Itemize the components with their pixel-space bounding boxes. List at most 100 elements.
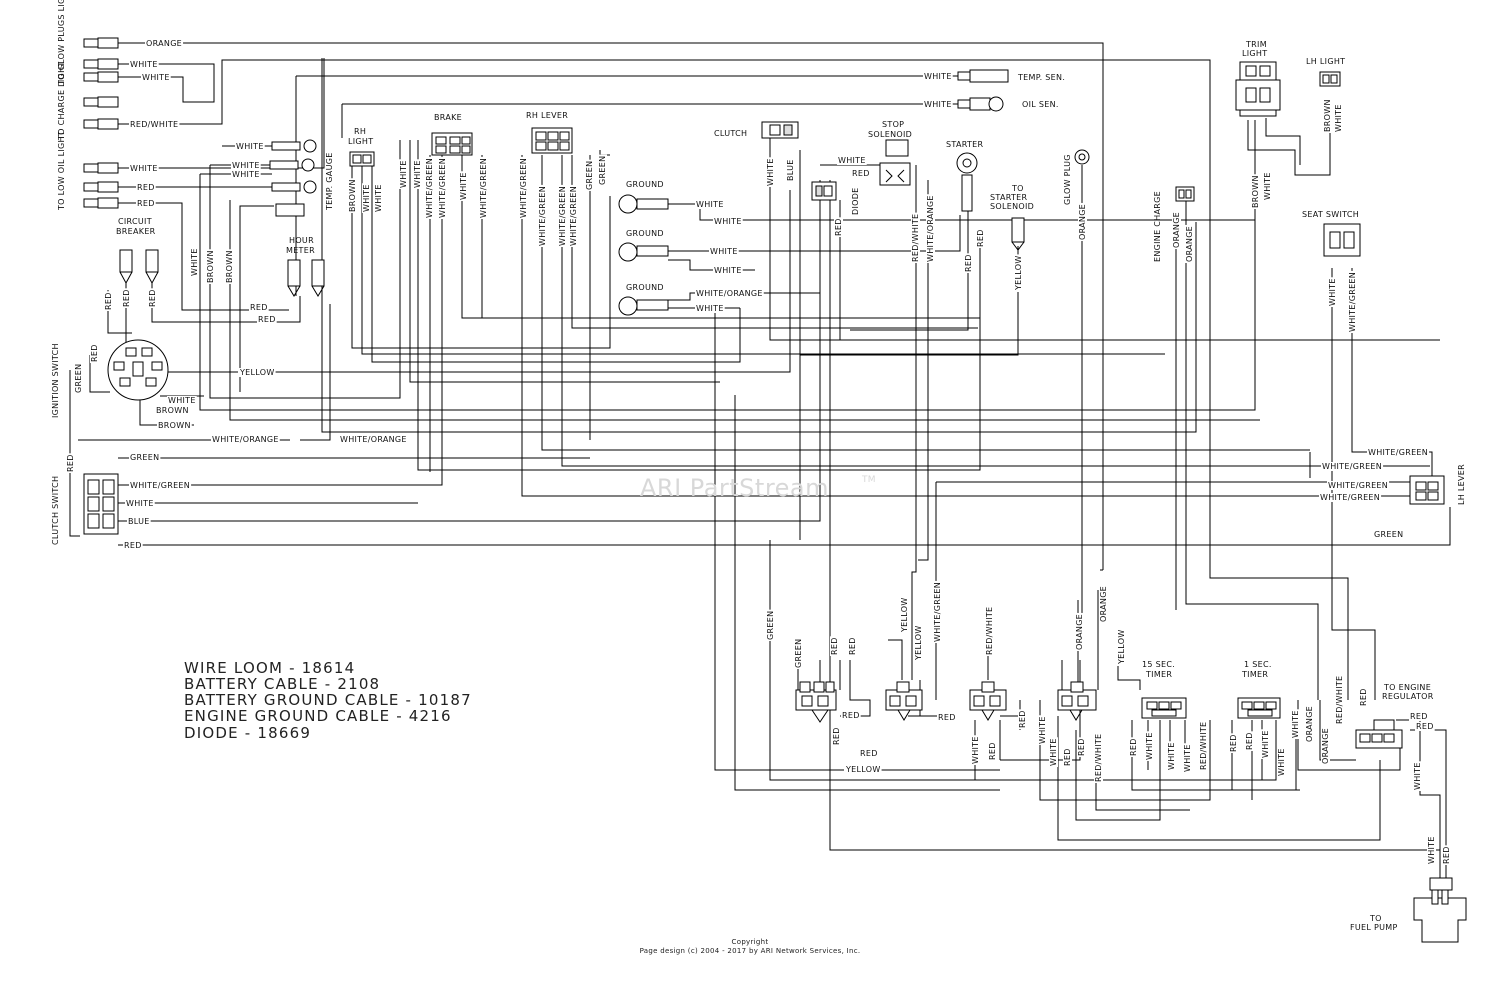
brake-connector — [431, 132, 473, 156]
wire-label: WHITE/GREEN — [1328, 481, 1388, 490]
wire-label: WHITE/GREEN — [1368, 448, 1428, 457]
wire-label: RED — [66, 454, 75, 472]
wire-label: WHITE/ORANGE — [696, 289, 763, 298]
wire-label: WHITE — [142, 73, 170, 82]
wire-label: BROWN — [206, 250, 215, 283]
wire-label: YELLOW — [1014, 255, 1023, 291]
wire-label: ORANGE — [1321, 728, 1330, 764]
wire-label: RED — [842, 711, 860, 720]
wire-label: WHITE — [1328, 278, 1337, 306]
label-trim-light: TRIM — [1245, 40, 1267, 49]
wire-label: WHITE/ORANGE — [926, 195, 935, 262]
timer-15-connector — [1141, 697, 1187, 719]
wire-label: WHITE — [1334, 104, 1343, 132]
watermark: ARI PartStream — [640, 474, 829, 502]
wire-label: BROWN — [1323, 99, 1332, 132]
wire-label: BROWN — [348, 179, 357, 212]
wire-label: WHITE — [413, 160, 422, 188]
wire-label: RED/WHITE — [130, 120, 178, 129]
wire-label: BROWN — [158, 421, 191, 430]
label-engine-regulator-2: REGULATOR — [1382, 692, 1434, 701]
label-fuel-pump: TO — [1369, 914, 1382, 923]
label-low-oil-light: TO LOW OIL LIGHT — [57, 131, 66, 211]
label-fuel-pump-2: FUEL PUMP — [1350, 923, 1398, 932]
wire-label: RED/WHITE — [1094, 734, 1103, 782]
wire-label: WHITE/GREEN — [438, 158, 447, 218]
wire-label: RED — [137, 199, 155, 208]
clutch-connector — [761, 121, 799, 139]
label-stop-solenoid-2: SOLENOID — [868, 130, 912, 139]
wire-label: WHITE — [1277, 748, 1286, 776]
label-hour-meter-2: METER — [286, 246, 315, 255]
wire-label: WHITE/ORANGE — [212, 435, 279, 444]
wire-label: YELLOW — [1117, 629, 1126, 665]
wire-label: RED — [1229, 734, 1238, 752]
wire-label: WHITE — [1427, 836, 1436, 864]
rh-light-connector — [349, 151, 375, 167]
wire-label: RED — [1018, 710, 1027, 728]
wire-label: WHITE — [696, 304, 724, 313]
wire-labels: ORANGE WHITE WHITE RED/WHITE WHITE RED R… — [66, 39, 1451, 865]
wire-label: RED/WHITE — [985, 607, 994, 655]
wire-label: WHITE — [971, 736, 980, 764]
wire-label: WHITE — [924, 100, 952, 109]
trim-light-connector — [1235, 61, 1281, 117]
wire-label: RED — [104, 292, 113, 310]
wire-label: RED — [137, 183, 155, 192]
wire-label: WHITE/GREEN — [558, 186, 567, 246]
ground-terminals — [618, 194, 669, 316]
label-lh-light: LH LIGHT — [1306, 57, 1345, 66]
label-lh-lever: LH LEVER — [1457, 464, 1466, 505]
wire-label: RED — [834, 218, 843, 236]
wire-label: WHITE — [374, 184, 383, 212]
label-ground-1: GROUND — [626, 180, 664, 189]
label-trim-light-2: LIGHT — [1242, 49, 1267, 58]
wire-label: WHITE — [130, 164, 158, 173]
label-timer-15: 15 SEC. — [1142, 660, 1175, 669]
wire-label: ORANGE — [1075, 614, 1084, 650]
wire-label: RED — [1359, 688, 1368, 706]
timer-1-connector — [1237, 697, 1281, 719]
wire-label: WHITE — [190, 248, 199, 276]
wire-label: WHITE — [714, 266, 742, 275]
wire-label: ORANGE — [1172, 212, 1181, 248]
wire-label: BLUE — [128, 517, 150, 526]
wire-label: WHITE/GREEN — [425, 158, 434, 218]
wire-label: WHITE — [459, 172, 468, 200]
wire-label: WHITE/GREEN — [479, 158, 488, 218]
wire-label: RED — [124, 541, 142, 550]
wire-label: RED — [988, 742, 997, 760]
label-rh-lever: RH LEVER — [526, 111, 568, 120]
engine-charge-connector — [1175, 186, 1195, 202]
wire-label: WHITE — [1038, 716, 1047, 744]
lower-connector-4 — [1057, 681, 1097, 721]
label-ignition-switch: IGNITION SWITCH — [51, 343, 60, 418]
watermark-tm: TM — [861, 475, 876, 485]
temp-sen-terminal — [957, 69, 1009, 83]
legend-line-3: BATTERY GROUND CABLE - 10187 — [184, 691, 472, 709]
wire-label: RED — [1442, 846, 1451, 864]
wire-label: RED — [860, 749, 878, 758]
label-starter-solenoid-2: STARTER — [990, 193, 1028, 202]
wire-label: WHITE — [1263, 172, 1272, 200]
label-charge-light: TO CHARGE LIGHT — [57, 61, 66, 141]
label-circuit-breaker-2: BREAKER — [116, 227, 156, 236]
v-wire-labels: RED RED RED RED GREEN RED WHITE BROWN BR… — [66, 98, 1451, 865]
label-stop-solenoid: STOP — [882, 120, 904, 129]
wire-label: WHITE — [710, 247, 738, 256]
label-timer-15-2: TIMER — [1145, 670, 1172, 679]
label-glow-plugs-light: TO GLOW PLUGS LIGHT — [57, 0, 66, 86]
wire-label: WHITE/GREEN — [1320, 493, 1380, 502]
wire-label: WHITE — [168, 396, 196, 405]
label-ground-3: GROUND — [626, 283, 664, 292]
wire-label: RED — [1077, 738, 1086, 756]
component-labels: TO GLOW PLUGS LIGHT TO CHARGE LIGHT TO L… — [51, 0, 1466, 932]
wire-label: WHITE — [1049, 738, 1058, 766]
wire-label: WHITE — [1291, 710, 1300, 738]
wire-label: WHITE/GREEN — [130, 481, 190, 490]
wire-label: RED — [848, 637, 857, 655]
wire-label: GREEN — [794, 639, 803, 668]
glow-plug-terminal — [1074, 149, 1090, 165]
wire-label: WHITE — [838, 156, 866, 165]
wire-label: WHITE — [1145, 732, 1154, 760]
